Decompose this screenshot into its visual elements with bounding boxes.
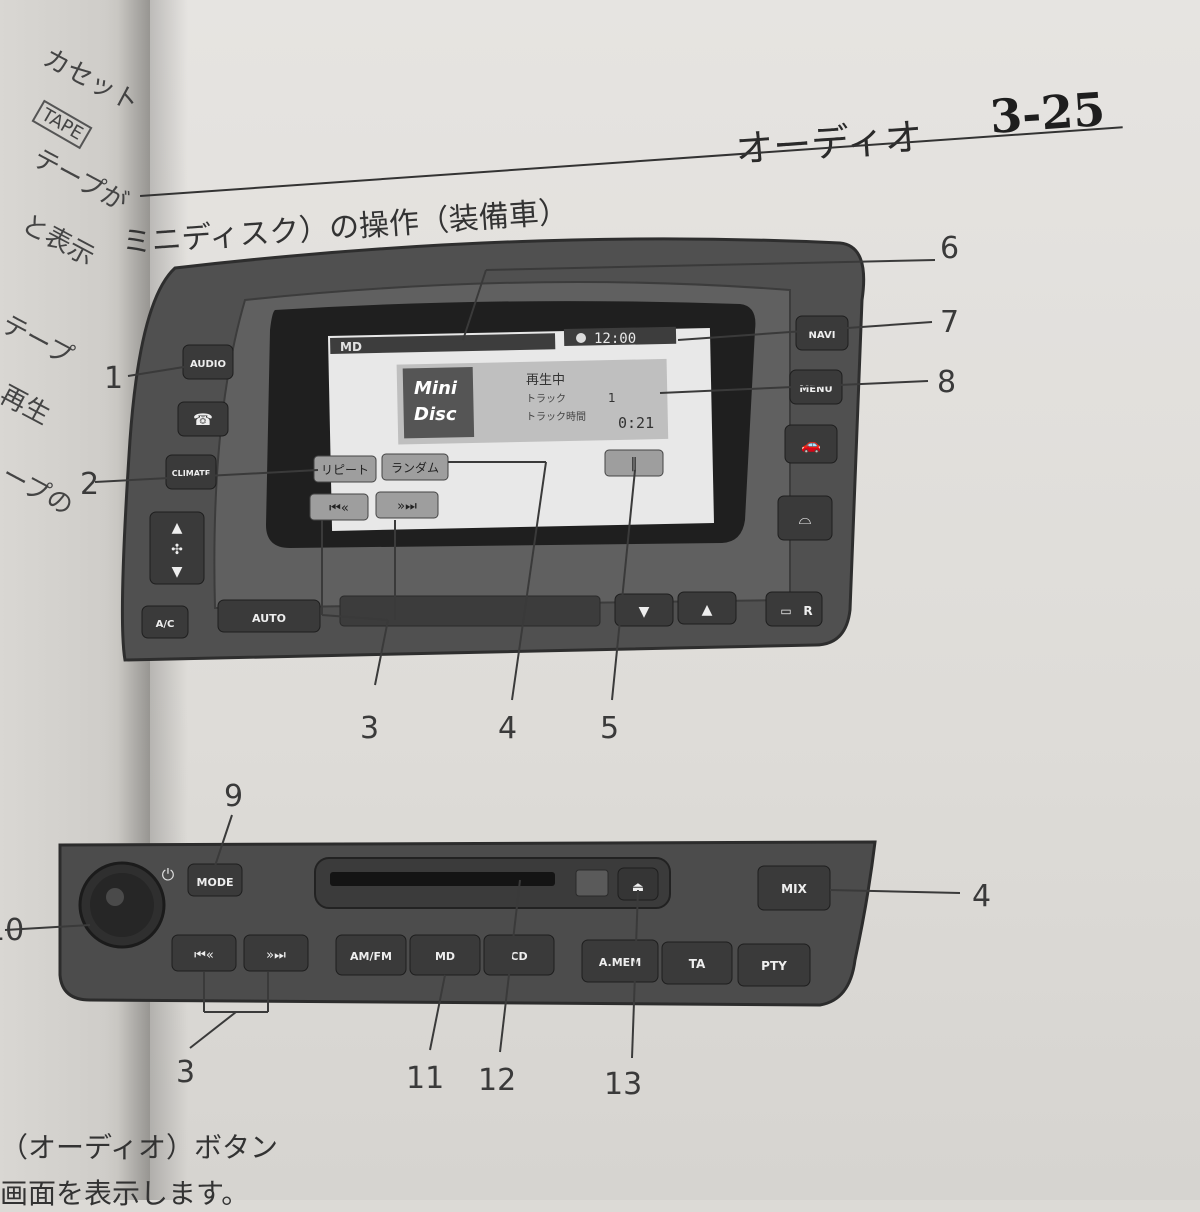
phone-icon: ☎ [193,410,213,429]
callout-2: 2 [80,467,99,502]
upper-audio-unit: MD 12:00 Mini Disc 再生中 トラック 1 トラック時間 0:2… [120,237,866,662]
minidisc-logo-line1: Mini [414,378,458,399]
callout-3b: 3 [176,1055,195,1090]
callout-4: 4 [498,711,517,746]
audio-button[interactable]: AUDIO [182,344,234,380]
power-icon: ⏻ [162,865,175,884]
callout-8: 8 [937,365,956,400]
prev-track-button[interactable]: ⏮« [171,934,237,972]
callout-4b: 4 [972,879,991,914]
callout-12: 12 [478,1063,516,1098]
amfm-button[interactable]: AM/FM [335,934,407,976]
next-track-button[interactable]: »⏭ [243,934,309,972]
svg-text:ランダム: ランダム [391,460,439,475]
md-indicator-icon [575,869,609,897]
mix-button[interactable]: MIX [757,865,831,911]
phone-button[interactable]: ☎ [177,401,229,437]
callout-3: 3 [360,711,379,746]
screen-mode-label: MD [340,340,362,354]
status-line-3: トラック時間 [526,411,586,423]
lower-audio-unit: ⏻ MODE ⏮« »⏭ ⏏ AM [58,840,877,1007]
status-track-number: 1 [608,391,616,405]
repeat-touch-button[interactable]: リピート [313,455,377,483]
minidisc-logo-line2: Disc [414,404,457,425]
amem-button[interactable]: A.MEM [581,939,659,983]
car-icon: 🚗 [801,435,821,454]
md-button[interactable]: MD [409,934,481,976]
svg-text:NAVI: NAVI [809,330,836,341]
status-elapsed-time: 0:21 [618,414,654,432]
svg-text:‖: ‖ [631,456,638,472]
mode-button[interactable]: MODE [187,863,243,897]
md-disc-slot [330,872,555,886]
svg-text:⏮«: ⏮« [329,501,349,516]
fan-speed-rocker[interactable]: ▲ ✣ ▼ [149,511,205,585]
navi-button[interactable]: NAVI [795,315,849,351]
svg-text:MIX: MIX [781,882,807,896]
svg-text:⏮«: ⏮« [194,948,214,963]
svg-text:リピート: リピート [321,463,369,477]
temperature-display-strip [339,595,601,627]
callout-10: 10 [0,913,24,948]
body-text-line-2: 画面を表示します。 [0,1177,250,1210]
callout-6: 6 [940,231,959,266]
svg-text:AM/FM: AM/FM [350,950,392,963]
callout-numbers: 1 2 3 4 5 6 7 8 9 10 3 4 11 12 13 [0,231,991,1102]
callout-7: 7 [940,305,959,340]
minidisc-logo [402,366,475,439]
rear-defrost-icon: ▭ [780,604,791,618]
callout-leaders [4,259,961,1059]
rear-defrost-button[interactable]: ▭ R [765,591,823,627]
fan-down-icon: ▼ [172,564,183,580]
svg-text:CLIMATE: CLIMATE [172,469,210,478]
svg-text:TA: TA [689,957,706,971]
temp-down-icon: ▼ [639,604,650,620]
fan-icon: ✣ [171,542,183,558]
status-line-1: 再生中 [526,373,565,388]
screen-clock: 12:00 [594,331,636,347]
cd-button[interactable]: CD [483,934,555,976]
temp-down-button[interactable]: ▼ [614,593,674,627]
eject-button[interactable]: ⏏ [617,867,659,901]
body-text-line-1: （オーディオ）ボタン [0,1131,279,1164]
prev-track-touch-button[interactable]: ⏮« [309,493,369,521]
svg-text:A/C: A/C [156,619,175,630]
random-touch-button[interactable]: ランダム [381,453,449,481]
svg-text:A.MEM: A.MEM [599,956,641,969]
ac-button[interactable]: A/C [141,605,189,639]
car-info-button[interactable]: 🚗 [784,424,838,464]
callout-1: 1 [104,361,123,396]
callout-9: 9 [224,779,243,814]
svg-text:MD: MD [435,950,455,963]
auto-button[interactable]: AUTO [217,599,321,633]
svg-text:»⏭: »⏭ [266,948,286,963]
callout-5: 5 [600,711,619,746]
ta-button[interactable]: TA [661,941,733,985]
svg-text:»⏭: »⏭ [397,499,417,514]
svg-text:CD: CD [510,950,527,963]
svg-text:PTY: PTY [761,959,787,973]
volume-power-knob[interactable] [78,861,166,949]
front-defrost-button[interactable]: ⌓ [777,495,833,541]
svg-text:MENU: MENU [799,384,832,395]
status-line-2: トラック [526,393,566,405]
eject-icon: ⏏ [632,880,644,895]
svg-text:AUDIO: AUDIO [190,359,226,370]
next-track-touch-button[interactable]: »⏭ [375,491,439,519]
callout-11: 11 [406,1061,444,1096]
svg-text:AUTO: AUTO [252,612,286,625]
svg-text:MODE: MODE [197,876,234,889]
temp-up-icon: ▲ [702,602,713,618]
callout-13: 13 [604,1067,642,1102]
pty-button[interactable]: PTY [737,943,811,987]
temp-up-button[interactable]: ▲ [677,591,737,625]
climate-button[interactable]: CLIMATE [165,454,217,490]
svg-text:R: R [803,604,812,618]
fan-up-icon: ▲ [172,520,183,536]
front-defrost-icon: ⌓ [799,509,812,528]
clock-icon [576,333,586,343]
